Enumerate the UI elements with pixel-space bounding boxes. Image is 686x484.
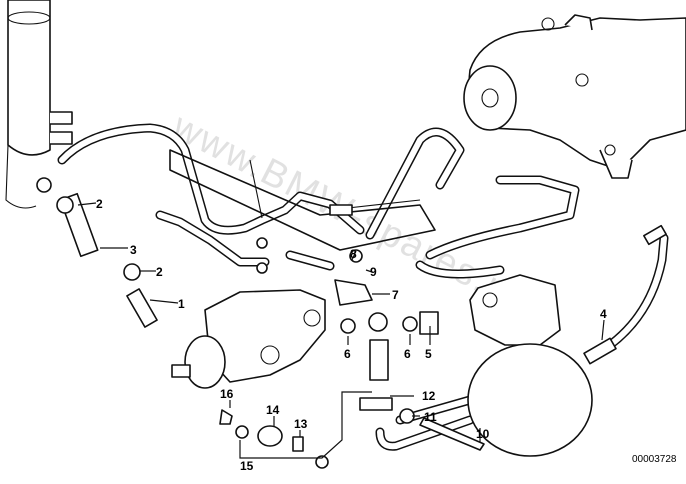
callout-label: 6 (344, 347, 351, 361)
fittings (36, 177, 667, 469)
callout-label: 7 (392, 288, 399, 302)
callout-label: 9 (370, 265, 377, 279)
callout-label: 13 (294, 417, 308, 431)
callout-label: 8 (350, 247, 357, 261)
callout-label: 5 (425, 347, 432, 361)
callout-labels: 1 2 2 3 4 5 6 6 7 8 9 10 11 12 13 14 15 … (96, 197, 607, 473)
callout-label: 16 (220, 387, 234, 401)
callout-label: 14 (266, 403, 280, 417)
callout-label: 2 (96, 197, 103, 211)
steering-gear (463, 14, 686, 179)
reference-number: 00003728 (632, 454, 677, 465)
power-steering-pump (171, 289, 326, 389)
callout-label: 10 (476, 427, 490, 441)
callout-label: 3 (130, 243, 137, 257)
callout-label: 2 (156, 265, 163, 279)
brackets (169, 149, 436, 306)
callout-label: 4 (600, 307, 607, 321)
callout-label: 12 (422, 389, 436, 403)
pump-housing (467, 274, 593, 457)
callout-label: 1 (178, 297, 185, 311)
callout-label: 6 (404, 347, 411, 361)
reservoir (5, 0, 73, 209)
callout-label: 11 (424, 410, 437, 424)
callout-label: 15 (240, 459, 254, 473)
leader-lines (77, 202, 605, 459)
